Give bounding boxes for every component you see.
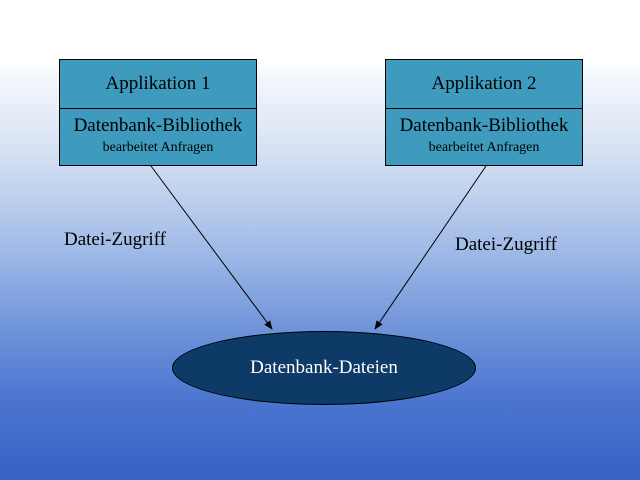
application-2-box: Applikation 2 Datenbank-Bibliothek bearb… xyxy=(385,59,583,166)
arrow-app2-to-database xyxy=(374,165,487,330)
arrow-app1-to-database xyxy=(150,165,273,330)
application-2-library-note: bearbeitet Anfragen xyxy=(428,140,540,155)
application-1-library-note: bearbeitet Anfragen xyxy=(102,140,214,155)
application-1-title: Applikation 1 xyxy=(60,60,256,109)
application-2-title: Applikation 2 xyxy=(386,60,582,109)
edge-label-app1: Datei-Zugriff xyxy=(64,229,166,250)
application-1-box: Applikation 1 Datenbank-Bibliothek bearb… xyxy=(59,59,257,166)
edge-label-app2: Datei-Zugriff xyxy=(455,234,557,255)
database-files-ellipse: Datenbank-Dateien xyxy=(172,331,476,405)
application-1-library: Datenbank-Bibliothek bearbeitet Anfragen xyxy=(60,109,256,165)
application-2-library: Datenbank-Bibliothek bearbeitet Anfragen xyxy=(386,109,582,165)
application-2-library-title: Datenbank-Bibliothek xyxy=(399,115,569,136)
application-1-library-title: Datenbank-Bibliothek xyxy=(73,115,243,136)
